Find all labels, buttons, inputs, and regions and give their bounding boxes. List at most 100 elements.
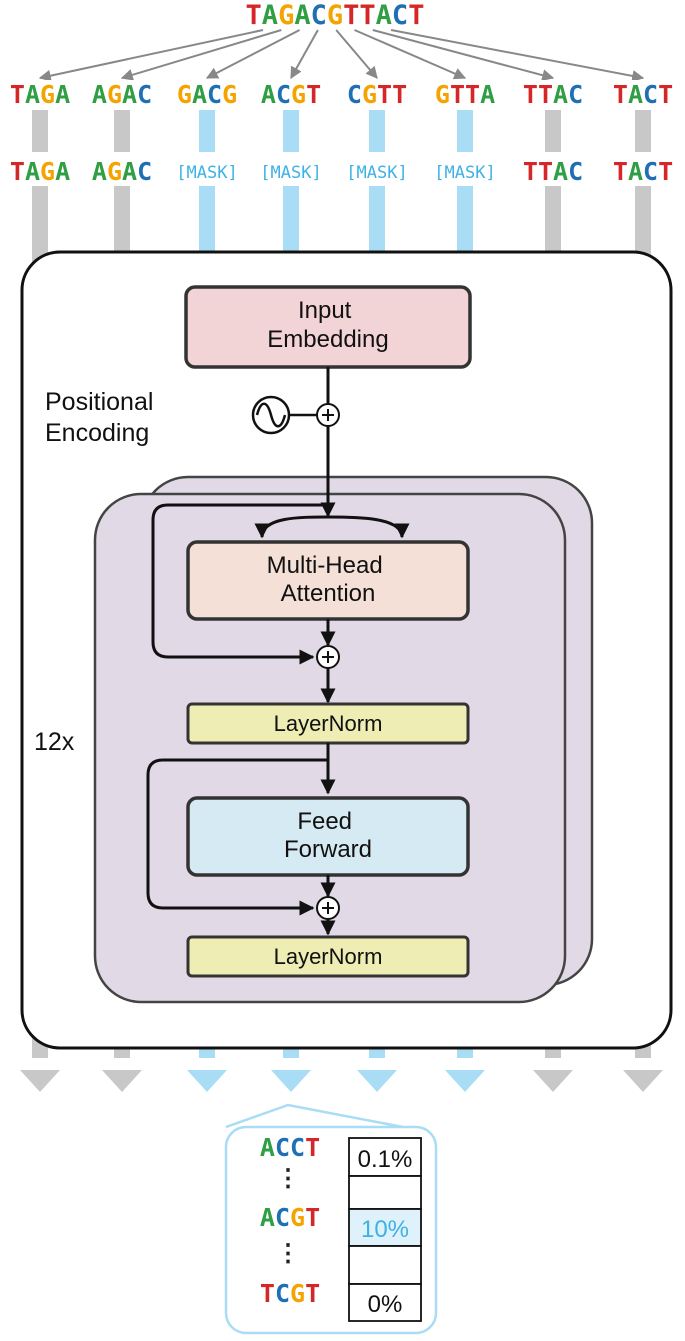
nucleotide-G: G: [107, 157, 122, 186]
output-arrows: [20, 1070, 663, 1092]
nucleotide-G: G: [40, 157, 55, 186]
candidate-probability: 0%: [368, 1291, 403, 1318]
kmer-bg: [607, 80, 679, 110]
candidate-probability: 10%: [361, 1216, 409, 1243]
nucleotide-A: A: [553, 80, 568, 109]
layernorm-box-1: LayerNorm: [186, 702, 470, 745]
nucleotide-T: T: [305, 1203, 320, 1232]
nucleotide-T: T: [305, 1279, 320, 1308]
nucleotide-A: A: [25, 80, 40, 109]
nucleotide-T: T: [450, 80, 465, 109]
kmer-token: TACT: [613, 80, 673, 109]
nucleotide-A: A: [92, 157, 107, 186]
split-arrow: [290, 29, 319, 80]
add-icon: [316, 896, 340, 920]
nucleotide-G: G: [278, 0, 294, 31]
mask-token: [MASK]: [346, 163, 407, 183]
token-bg: [251, 152, 331, 186]
nucleotide-G: G: [107, 80, 122, 109]
candidate-kmer: ACCT: [260, 1133, 320, 1162]
nucleotide-T: T: [658, 80, 673, 109]
token-bg: [425, 152, 505, 186]
kmer-token: ACGT: [261, 80, 321, 109]
split-arrow: [335, 29, 378, 79]
output-arrowhead: [271, 1070, 311, 1092]
nucleotide-G: G: [290, 1279, 305, 1308]
nucleotide-T: T: [538, 157, 553, 186]
kmer-split-arrows: [38, 29, 645, 82]
nucleotide-G: G: [362, 80, 377, 109]
nucleotide-C: C: [643, 80, 658, 109]
nucleotide-C: C: [276, 80, 291, 109]
nucleotide-A: A: [553, 157, 568, 186]
kmer-token: TAGA: [10, 157, 70, 186]
mask-token: [MASK]: [260, 163, 321, 183]
nucleotide-G: G: [290, 1203, 305, 1232]
output-arrowhead: [623, 1070, 663, 1092]
nucleotide-C: C: [137, 157, 152, 186]
attention-input-left: [254, 515, 329, 539]
prob-cell: [348, 1283, 422, 1322]
nucleotide-T: T: [260, 1279, 275, 1308]
prob-cell: [348, 1245, 422, 1285]
token-bg: [167, 152, 247, 186]
kmer-bg: [171, 80, 243, 110]
nucleotide-C: C: [275, 1203, 290, 1232]
nucleotide-T: T: [465, 80, 480, 109]
nucleotide-C: C: [311, 0, 327, 31]
ellipsis: ⋮: [276, 1165, 300, 1192]
mask-token: [MASK]: [176, 163, 237, 183]
nucleotide-T: T: [305, 1133, 320, 1162]
nucleotide-C: C: [643, 157, 658, 186]
nucleotide-A: A: [628, 80, 643, 109]
mask-token: [MASK]: [434, 163, 495, 183]
input-embedding-box: Input Embedding: [184, 285, 472, 369]
attention-label: Multi-Head Attention: [267, 552, 390, 607]
add-icon: [316, 403, 340, 427]
layernorm-label: LayerNorm: [274, 944, 383, 969]
repeat-count-label: 12x: [34, 728, 75, 756]
residual-connection-1: [151, 503, 328, 665]
kmer-token: TTAC: [523, 157, 583, 186]
nucleotide-A: A: [192, 80, 207, 109]
ellipsis: ⋮: [276, 1240, 300, 1267]
candidate-probability: 0.1%: [358, 1146, 413, 1173]
kmer-bg: [255, 80, 327, 110]
kmer-token: GTTA: [435, 80, 495, 109]
output-arrowhead: [102, 1070, 142, 1092]
candidate-kmer: TCGT: [260, 1279, 320, 1308]
nucleotide-A: A: [260, 1133, 275, 1162]
nucleotide-T: T: [392, 80, 407, 109]
layernorm-box-2: LayerNorm: [186, 935, 470, 978]
nucleotide-G: G: [177, 80, 192, 109]
nucleotide-T: T: [343, 0, 359, 31]
nucleotide-G: G: [222, 80, 237, 109]
sine-wave-icon: [251, 395, 291, 435]
nucleotide-G: G: [435, 80, 450, 109]
nucleotide-A: A: [260, 1203, 275, 1232]
feed-forward-box: Feed Forward: [186, 796, 470, 877]
kmer-bg: [4, 80, 76, 110]
kmer-bg: [429, 80, 501, 110]
kmer-bg: [86, 80, 158, 110]
nucleotide-T: T: [246, 0, 262, 31]
residual-connection-2: [146, 758, 328, 916]
split-arrow: [120, 29, 282, 81]
split-arrow: [354, 29, 467, 80]
source-sequence: TAGACGTTACT: [246, 0, 425, 31]
token-bg: [82, 152, 162, 186]
nucleotide-C: C: [290, 1133, 305, 1162]
add-icon: [316, 645, 340, 669]
nucleotide-T: T: [306, 80, 321, 109]
nucleotide-C: C: [275, 1279, 290, 1308]
token-bg: [0, 152, 80, 186]
split-arrow: [390, 29, 645, 82]
split-arrow: [372, 29, 555, 82]
nucleotide-A: A: [376, 0, 392, 31]
nucleotide-A: A: [25, 157, 40, 186]
input-embedding-label: Input Embedding: [267, 297, 388, 353]
nucleotide-A: A: [628, 157, 643, 186]
